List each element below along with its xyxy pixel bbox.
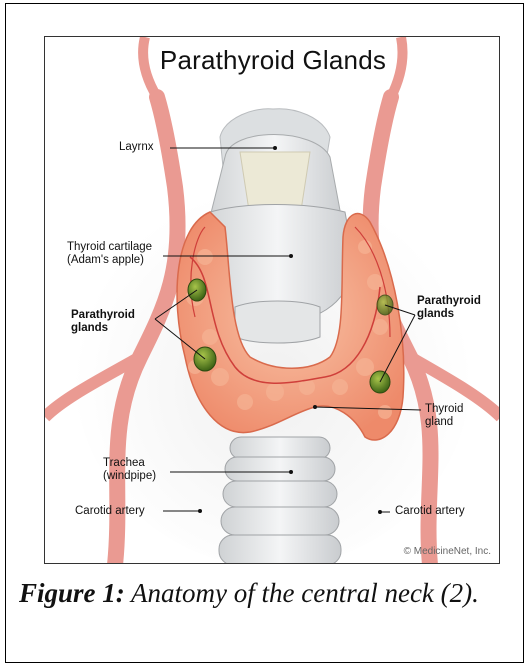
label-carotid-artery-left: Carotid artery — [75, 505, 145, 518]
figure-caption: Figure 1: Anatomy of the central neck (2… — [19, 575, 519, 612]
caption-prefix: Figure 1: — [19, 578, 125, 608]
label-larynx: Layrnx — [119, 141, 154, 154]
cricoid-cartilage — [235, 301, 320, 343]
label-thyroid-gland: Thyroid gland — [425, 403, 463, 429]
label-carotid-artery-right: Carotid artery — [395, 505, 465, 518]
figure-title: Parathyroid Glands — [45, 45, 500, 76]
label-trachea: Trachea (windpipe) — [103, 457, 156, 483]
label-thyroid-cartilage: Thyroid cartilage (Adam's apple) — [67, 241, 152, 267]
copyright-notice: © MedicineNet, Inc. — [404, 546, 491, 557]
caption-text: Anatomy of the central neck (2). — [125, 578, 479, 608]
figure-frame: Parathyroid Glands Layrnx Thyroid cartil… — [5, 3, 524, 663]
anatomy-illustration: Parathyroid Glands Layrnx Thyroid cartil… — [44, 36, 500, 564]
trachea — [219, 437, 341, 564]
label-parathyroid-glands-left: Parathyroid glands — [71, 309, 135, 335]
label-parathyroid-glands-right: Parathyroid glands — [417, 295, 481, 321]
